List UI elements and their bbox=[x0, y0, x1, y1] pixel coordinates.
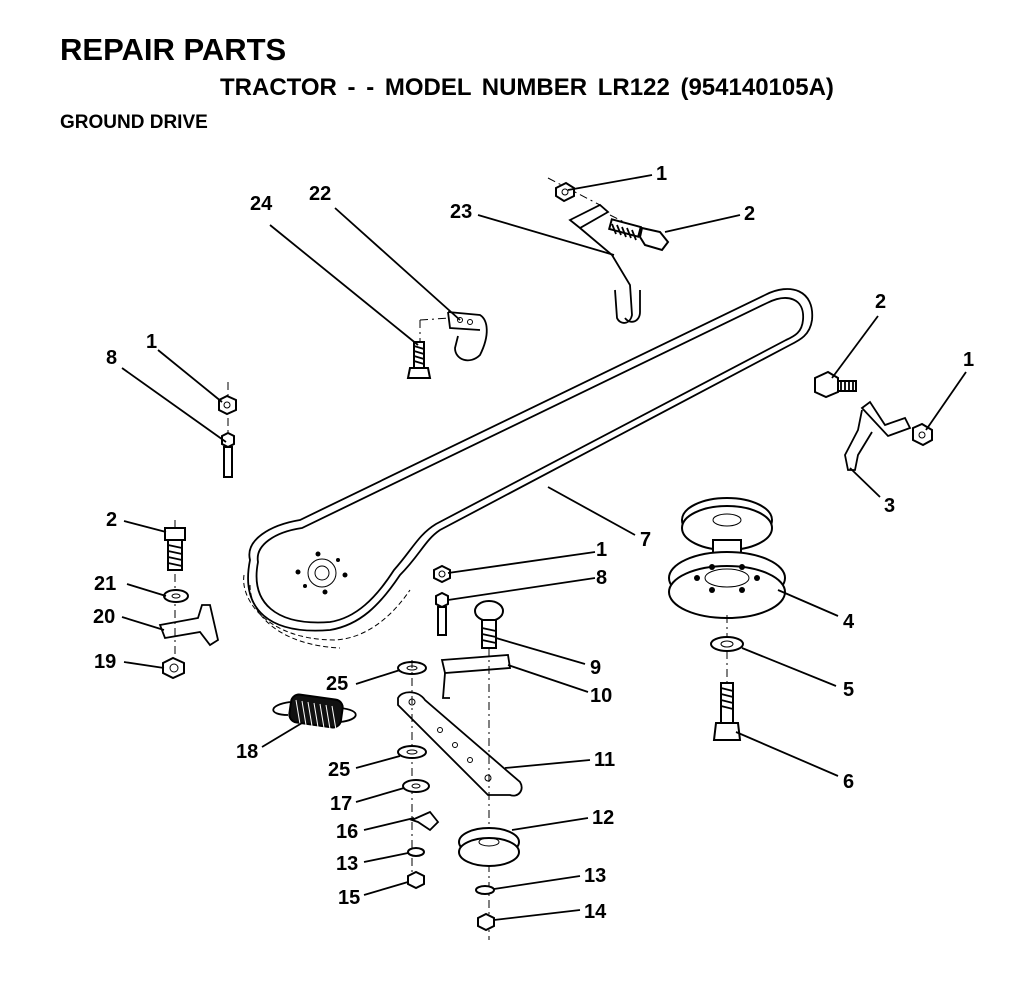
model-subtitle: TRACTOR - - MODEL NUMBER LR122 (95414010… bbox=[220, 74, 834, 101]
callout-8: 8 bbox=[106, 347, 117, 369]
callout-23: 23 bbox=[450, 201, 472, 223]
callout-16: 16 bbox=[336, 821, 358, 843]
callout-21: 21 bbox=[94, 573, 116, 595]
flange-bolt bbox=[406, 341, 432, 379]
hex-nut-top bbox=[555, 181, 575, 203]
idler-bracket-left bbox=[158, 520, 220, 680]
hex-nut-right bbox=[912, 422, 933, 447]
callout-20: 20 bbox=[93, 606, 115, 628]
callout-9: 9 bbox=[590, 657, 601, 679]
transmission-pulley bbox=[295, 551, 348, 595]
callout-1: 1 bbox=[146, 331, 157, 353]
belt-guide-top bbox=[547, 177, 670, 324]
hex-bolt-top bbox=[607, 218, 670, 252]
callout-24: 24 bbox=[250, 193, 273, 215]
callout-15: 15 bbox=[338, 887, 360, 909]
idler-arm-hardware bbox=[433, 564, 512, 940]
callout-1: 1 bbox=[656, 163, 667, 185]
callout-3: 3 bbox=[884, 495, 895, 517]
callout-25: 25 bbox=[328, 759, 350, 781]
callout-22: 22 bbox=[309, 183, 331, 205]
callout-8: 8 bbox=[596, 567, 607, 589]
belt-guide-left bbox=[406, 311, 488, 379]
callout-2: 2 bbox=[744, 203, 755, 225]
engine-pulley bbox=[668, 497, 786, 741]
callout-14: 14 bbox=[584, 901, 607, 923]
callout-2: 2 bbox=[106, 509, 117, 531]
page-title: REPAIR PARTS bbox=[60, 32, 287, 67]
callout-7: 7 bbox=[640, 529, 651, 551]
callout-19: 19 bbox=[94, 651, 116, 673]
idler-spring bbox=[272, 693, 357, 731]
drive-belt bbox=[243, 288, 813, 649]
callout-1: 1 bbox=[596, 539, 607, 561]
callout-6: 6 bbox=[843, 771, 854, 793]
callout-25: 25 bbox=[326, 673, 348, 695]
callout-5: 5 bbox=[843, 679, 854, 701]
callout-18: 18 bbox=[236, 741, 258, 763]
callout-2: 2 bbox=[875, 291, 886, 313]
callout-11: 11 bbox=[594, 749, 615, 771]
idler-arm bbox=[397, 660, 523, 890]
callout-13: 13 bbox=[584, 865, 606, 887]
callout-12: 12 bbox=[592, 807, 614, 829]
callout-17: 17 bbox=[330, 793, 352, 815]
callout-10: 10 bbox=[590, 685, 612, 707]
idler-pulley bbox=[458, 827, 520, 932]
callout-labels: 1 2 23 22 24 2 1 3 1 8 7 1 8 2 21 20 19 … bbox=[93, 163, 974, 923]
hex-bolt-right bbox=[814, 370, 857, 399]
callout-1: 1 bbox=[963, 349, 974, 371]
section-title: GROUND DRIVE bbox=[60, 112, 208, 133]
left-nut-bolt bbox=[218, 382, 237, 478]
belt-guide-right bbox=[814, 370, 933, 471]
leader-lines bbox=[121, 174, 967, 921]
callout-13: 13 bbox=[336, 853, 358, 875]
callout-4: 4 bbox=[843, 611, 855, 633]
